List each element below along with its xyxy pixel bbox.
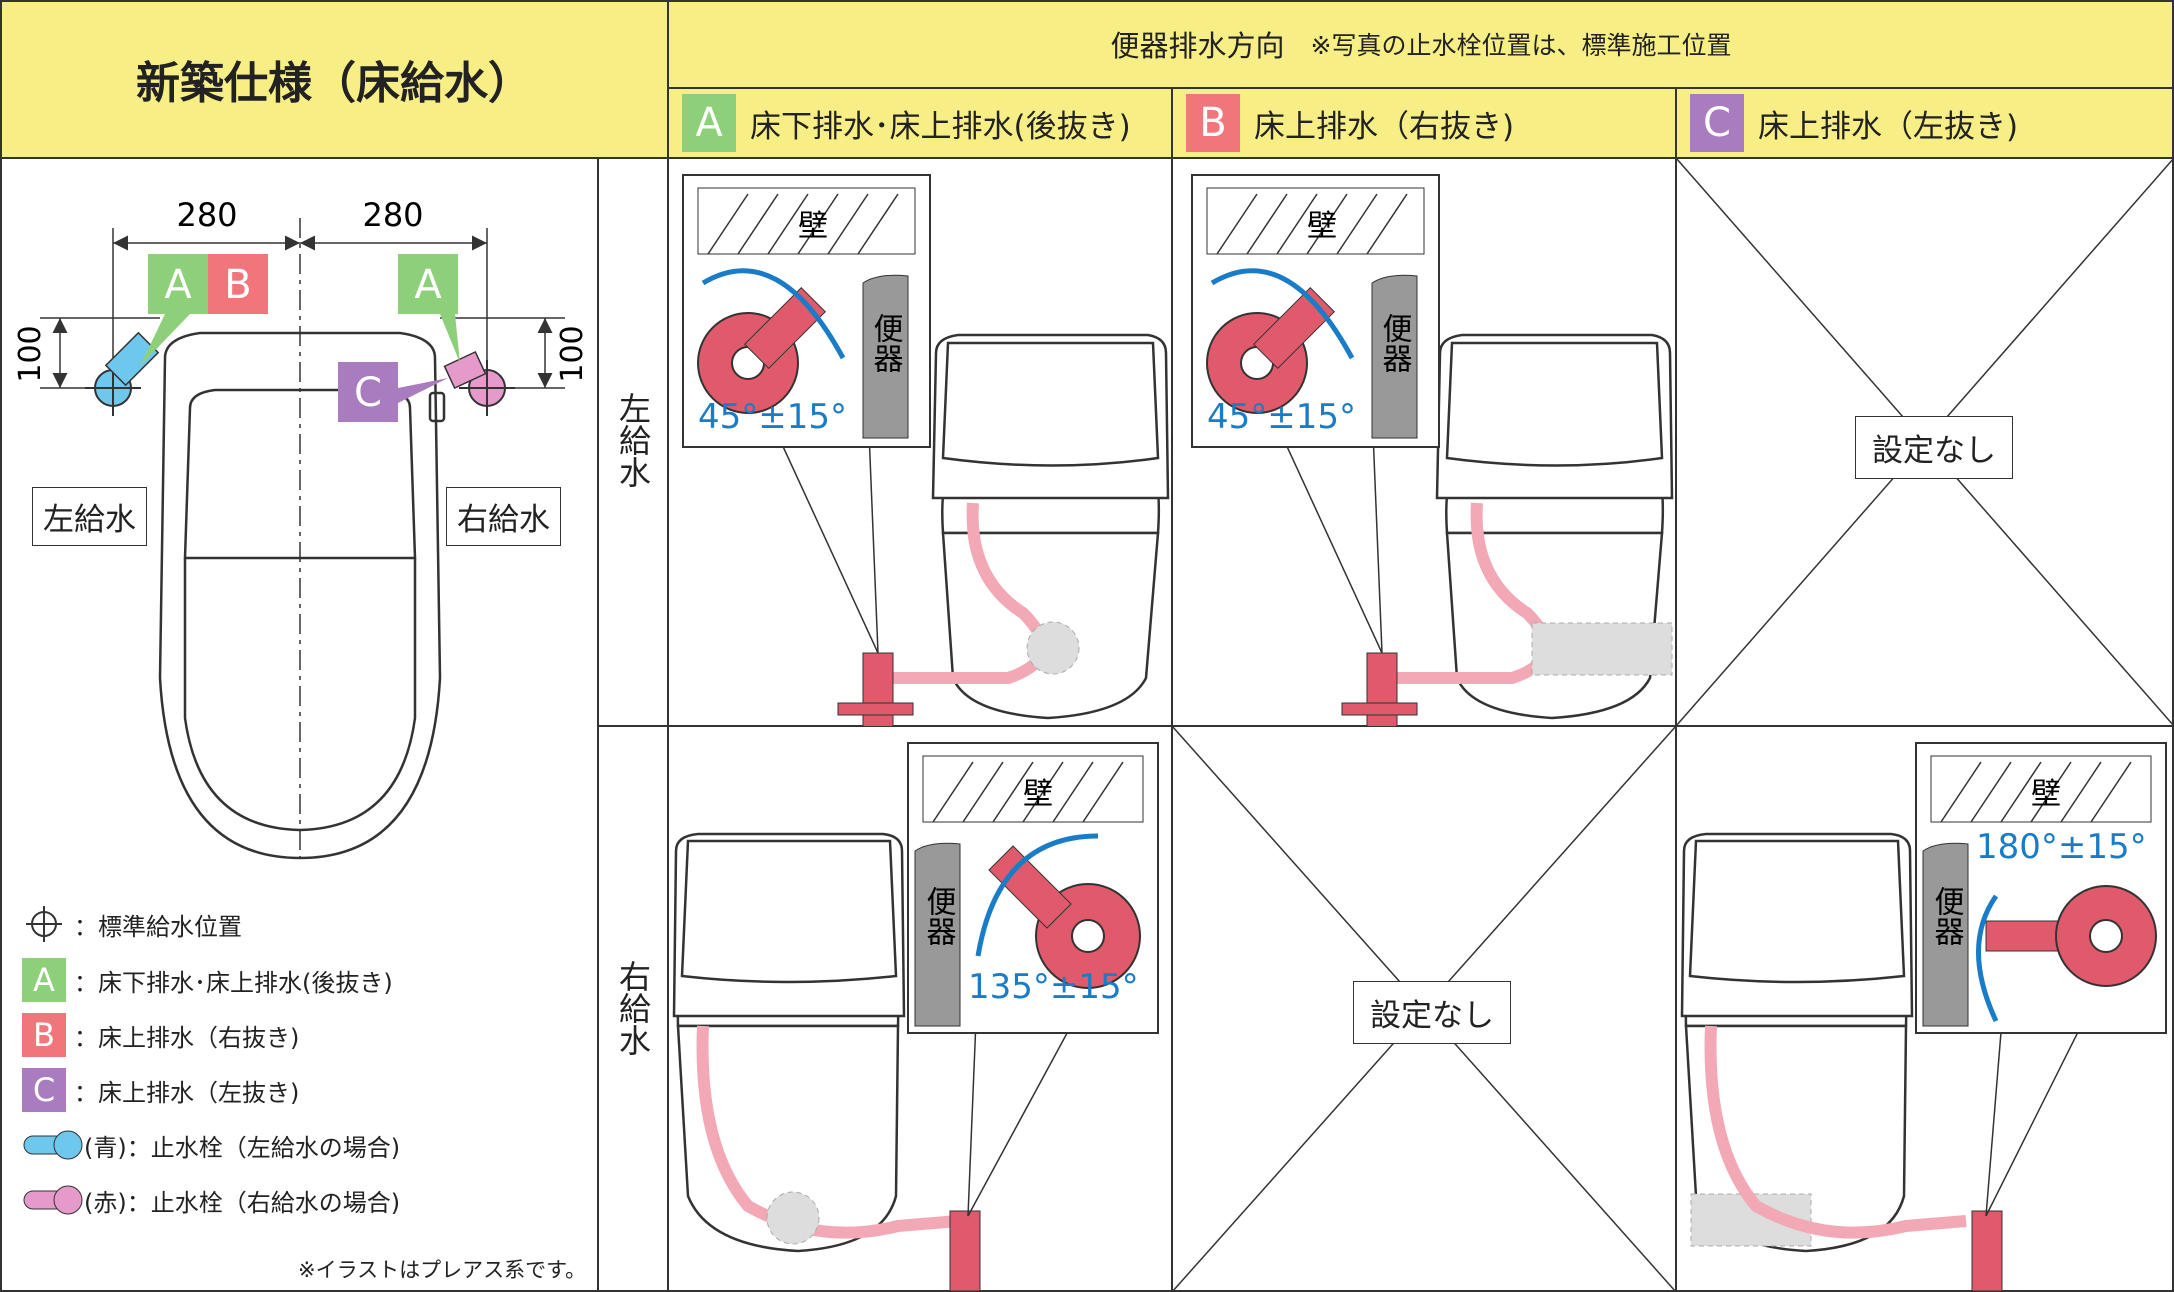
legend-badge-b: B bbox=[22, 1013, 66, 1057]
right-supply-label: 右給水 bbox=[446, 487, 561, 546]
crosshair-icon bbox=[26, 906, 62, 942]
legend-text: (青)：止水栓（左給水の場合) bbox=[84, 1133, 401, 1162]
column-header-b: B 床上排水（右抜き) bbox=[1172, 88, 1676, 158]
row-label-text: 左給水 bbox=[614, 392, 652, 488]
legend-badge-c: C bbox=[22, 1068, 66, 1112]
row-label-left-supply: 左給水 bbox=[598, 392, 668, 488]
legend-text: ：床上排水（左抜き) bbox=[74, 1078, 300, 1107]
toilet-label: 便器 bbox=[921, 886, 957, 946]
pink-valve-icon bbox=[23, 1185, 83, 1215]
left-supply-label: 左給水 bbox=[32, 487, 147, 546]
row-label-text: 右給水 bbox=[614, 960, 652, 1056]
blue-valve-icon bbox=[23, 1130, 83, 1160]
no-setting-c-left: 設定なし bbox=[1855, 416, 2013, 479]
column-header-a: A 床下排水･床上排水(後抜き) bbox=[668, 88, 1172, 158]
column-label-c: 床上排水（左抜き) bbox=[1758, 108, 2019, 145]
toilet-top-view: 280 280 100 100 A B A C bbox=[13, 196, 590, 860]
wall-label: 壁 bbox=[1307, 209, 1337, 244]
badge-a: A bbox=[682, 94, 736, 152]
cell-a-right-illustration: 壁 便器 135°±15° bbox=[672, 742, 1159, 1292]
legend-text: (赤)：止水栓（右給水の場合) bbox=[84, 1188, 401, 1217]
dim-right-label: 280 bbox=[362, 196, 423, 234]
toilet-label: 便器 bbox=[1377, 313, 1413, 373]
legend-badge-a: A bbox=[22, 958, 66, 1002]
wall-label: 壁 bbox=[798, 209, 828, 244]
legend-item-a: A ：床下排水･床上排水(後抜き) bbox=[22, 958, 393, 1002]
badge-c: C bbox=[1690, 94, 1744, 152]
pink-valve bbox=[443, 350, 487, 390]
badge-c-right: C bbox=[354, 370, 382, 416]
legend-item-pink-valve: (赤)：止水栓（右給水の場合) bbox=[22, 1178, 400, 1222]
badge-a-right: A bbox=[414, 262, 442, 308]
no-setting-text: 設定なし bbox=[1370, 998, 1494, 1034]
badge-b-left: B bbox=[224, 262, 251, 308]
angle-label: 45°±15° bbox=[698, 397, 847, 437]
legend-item-b: B ：床上排水（右抜き) bbox=[22, 1013, 299, 1057]
footnote: ※イラストはプレアス系です。 bbox=[298, 1258, 587, 1282]
column-header-c: C 床上排水（左抜き) bbox=[1676, 88, 2174, 158]
toilet-label: 便器 bbox=[1929, 886, 1965, 946]
blue-valve bbox=[104, 331, 160, 387]
legend-text: ：床下排水･床上排水(後抜き) bbox=[74, 968, 393, 997]
cell-b-left-illustration: 壁 便器 45°±15° bbox=[1191, 174, 1674, 726]
no-setting-b-right: 設定なし bbox=[1353, 981, 1511, 1044]
no-setting-text: 設定なし bbox=[1872, 433, 1996, 469]
dim-left-label: 280 bbox=[176, 196, 237, 234]
cell-c-right-illustration: 壁 便器 180°±15° bbox=[1680, 742, 2167, 1292]
badge-b: B bbox=[1186, 94, 1240, 152]
angle-label: 180°±15° bbox=[1976, 827, 2147, 867]
badge-a-left: A bbox=[164, 262, 192, 308]
subtitle: 便器排水方向 bbox=[1110, 29, 1285, 63]
legend-item-c: C ：床上排水（左抜き) bbox=[22, 1068, 299, 1112]
wall-label: 壁 bbox=[1023, 777, 1053, 812]
legend-item-blue-valve: (青)：止水栓（左給水の場合) bbox=[22, 1123, 400, 1167]
angle-label: 135°±15° bbox=[968, 967, 1139, 1007]
toilet-label: 便器 bbox=[868, 313, 904, 373]
dim-v-right: 100 bbox=[555, 325, 590, 382]
cell-a-left-illustration: 壁 便器 45°±15° bbox=[682, 174, 1170, 726]
row-label-right-supply: 右給水 bbox=[598, 960, 668, 1056]
legend-text: ：標準給水位置 bbox=[74, 912, 242, 941]
toilet-outline bbox=[158, 331, 442, 860]
legend-text: ：床上排水（右抜き) bbox=[74, 1023, 300, 1052]
column-label-b: 床上排水（右抜き) bbox=[1254, 108, 1515, 145]
right-supply-text: 右給水 bbox=[457, 502, 550, 538]
dim-v-left: 100 bbox=[13, 325, 48, 382]
angle-label: 45°±15° bbox=[1207, 397, 1356, 437]
header-note: ※写真の止水栓位置は、標準施工位置 bbox=[1310, 31, 1732, 60]
page-title: 新築仕様（床給水） bbox=[0, 0, 668, 158]
legend-item-crosshair: ：標準給水位置 bbox=[22, 902, 242, 946]
left-supply-text: 左給水 bbox=[43, 502, 136, 538]
drain-direction-header: 便器排水方向 ※写真の止水栓位置は、標準施工位置 bbox=[668, 0, 2174, 88]
column-label-a: 床下排水･床上排水(後抜き) bbox=[750, 108, 1131, 145]
wall-label: 壁 bbox=[2031, 777, 2061, 812]
